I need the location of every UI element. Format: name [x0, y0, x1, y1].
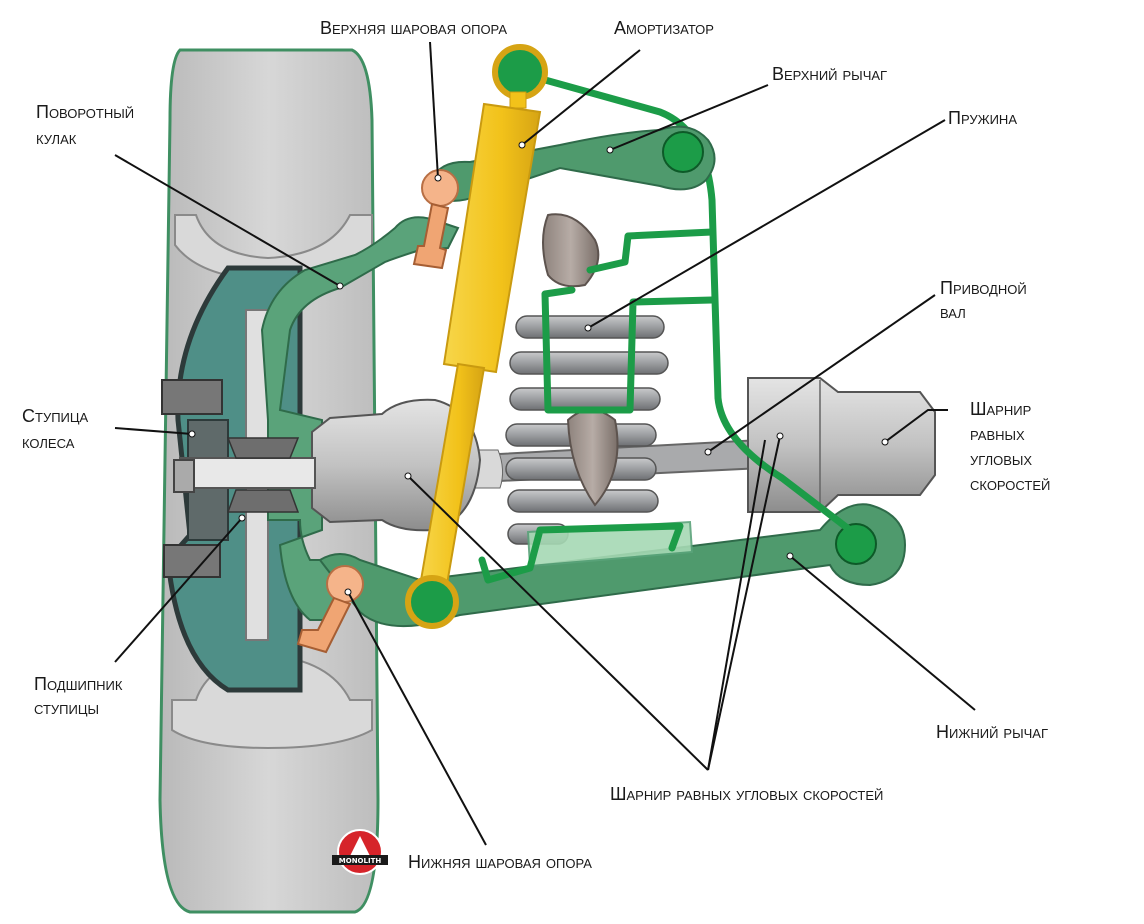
leader-cv-right	[884, 409, 948, 443]
hub-nut	[173, 459, 195, 493]
label-wheel-hub-2: колеса	[22, 432, 75, 452]
label-cv-right-3: угловых	[970, 449, 1032, 469]
leader-cv-bottom-c	[707, 435, 781, 771]
leader-dot-lower-ball-joint	[344, 588, 352, 596]
leader-lines	[114, 41, 976, 846]
knuckle-body	[260, 216, 460, 621]
labels: Верхняя шаровая опора Амортизатор Верхни…	[22, 18, 1050, 872]
leader-cv-bottom-b	[707, 439, 766, 771]
lower-ball-joint	[296, 565, 364, 654]
leader-dot-wheel-hub	[188, 430, 196, 438]
spring-coil-2	[509, 351, 669, 375]
bearing-lower	[226, 489, 300, 513]
lower-arm-bushing	[835, 523, 877, 565]
label-hub-bearing-1: Подшипник	[34, 674, 123, 694]
leader-knuckle	[114, 154, 341, 287]
label-cv-right-1: Шарнир	[970, 399, 1031, 419]
leader-upper-ball-joint	[429, 41, 439, 179]
subframe-tower	[586, 228, 716, 274]
label-cv-bottom: Шарнир равных угловых скоростей	[610, 784, 883, 804]
leader-dot-shock	[518, 141, 526, 149]
logo-banner	[332, 855, 388, 865]
shock-lower-mount	[405, 575, 459, 629]
leader-hub-bearing	[114, 517, 243, 663]
label-lower-ball-joint: Нижняя шаровая опора	[408, 852, 592, 872]
spring-coil-6	[507, 489, 659, 513]
label-drive-shaft-1: Приводной	[940, 278, 1027, 298]
leader-drive-shaft	[707, 294, 936, 453]
steering-knuckle	[260, 216, 460, 621]
leader-shock	[521, 49, 641, 146]
leader-dot-cv-bottom-a	[404, 472, 412, 480]
leader-lower-arm	[789, 555, 976, 711]
leader-wheel-hub	[114, 427, 193, 435]
lower-ball-joint-ball	[326, 565, 364, 603]
monolith-logo: MONOLITH	[332, 829, 388, 875]
upper-ball-joint	[412, 169, 459, 270]
leader-dot-lower-arm	[786, 552, 794, 560]
inner-cv-joint	[747, 377, 936, 513]
upper-arm-bushing	[662, 131, 704, 173]
shock-body	[442, 102, 542, 374]
shock-absorber	[405, 44, 548, 629]
leader-dot-cv-bottom-c	[776, 432, 784, 440]
label-cv-right-4: скоростей	[970, 474, 1050, 494]
upper-ball-joint-stud	[412, 202, 450, 270]
label-spring: Пружина	[948, 108, 1017, 128]
subframe-spring-cage	[541, 286, 716, 414]
label-knuckle-2: кулак	[36, 128, 77, 148]
inner-cv-boot	[747, 377, 936, 513]
hub-stub-axle	[179, 457, 316, 489]
shock-upper-stem	[509, 91, 527, 109]
label-wheel-hub-1: Ступица	[22, 406, 89, 426]
label-upper-ball-joint: Верхняя шаровая опора	[320, 18, 507, 38]
leader-dot-cv-right	[881, 438, 889, 446]
leader-dot-drive-shaft	[704, 448, 712, 456]
leader-spring	[587, 119, 946, 329]
label-drive-shaft-2: вал	[940, 302, 966, 322]
label-knuckle-1: Поворотный	[36, 102, 134, 122]
shock-upper-mount	[492, 44, 548, 100]
leader-dot-knuckle	[336, 282, 344, 290]
leader-upper-arm	[609, 84, 769, 151]
leader-dot-upper-arm	[606, 146, 614, 154]
leader-dot-hub-bearing	[238, 514, 246, 522]
upper-bump-stop	[542, 213, 600, 288]
subframe	[478, 74, 854, 584]
hub-bolt-upper	[161, 379, 223, 415]
leader-cv-bottom-a	[407, 475, 709, 771]
leader-dot-spring	[584, 324, 592, 332]
subframe-lower-cage	[478, 522, 684, 584]
bearing-upper	[226, 437, 300, 459]
label-hub-bearing-2: ступицы	[34, 698, 99, 718]
logo-text: MONOLITH	[339, 857, 382, 865]
logo-mountain	[348, 836, 372, 860]
label-upper-arm: Верхний рычаг	[772, 64, 887, 84]
lower-ball-joint-stud	[296, 596, 352, 654]
hub-bolt-lower	[163, 544, 221, 578]
leader-lower-ball-joint	[347, 591, 487, 846]
label-shock-absorber: Амортизатор	[614, 18, 714, 38]
label-lower-arm: Нижний рычаг	[936, 722, 1048, 742]
leader-dot-upper-ball-joint	[434, 174, 442, 182]
label-cv-right-2: равных	[970, 424, 1025, 444]
